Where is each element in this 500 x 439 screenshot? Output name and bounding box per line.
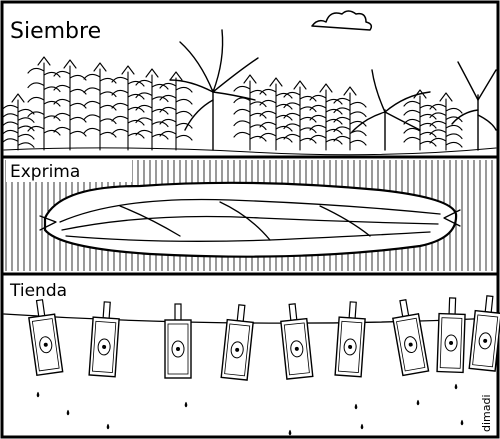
crop-plant <box>233 74 267 151</box>
artist-signature: dimadi <box>480 394 493 432</box>
panel-exprima: Exprima <box>5 160 493 271</box>
crop-plant <box>283 80 317 151</box>
crop-plant <box>333 86 367 151</box>
crop-plant <box>1 93 35 151</box>
leaf-bundle <box>39 198 461 242</box>
press-pit <box>43 181 458 258</box>
banknote <box>164 303 192 379</box>
drips <box>36 383 464 436</box>
banknote <box>334 301 366 378</box>
banana-plant-right <box>351 69 431 151</box>
banknote <box>436 297 466 374</box>
banknote <box>88 301 120 378</box>
cloud-icon <box>311 10 373 31</box>
banknote <box>468 295 500 372</box>
banknote <box>220 304 254 381</box>
crop-plant <box>111 65 145 151</box>
crop-plant <box>27 56 61 151</box>
crop-plants <box>1 56 463 151</box>
crop-plant <box>429 92 463 151</box>
field-ground <box>3 147 497 156</box>
fern-plant-edge <box>451 61 497 151</box>
crop-plant <box>159 71 193 151</box>
banknotes-on-line <box>28 295 500 381</box>
panel-siembre: Siembre <box>1 10 497 156</box>
banknote <box>28 299 64 377</box>
panel-label-siembre: Siembre <box>10 19 101 44</box>
banknote <box>392 299 430 377</box>
panel-label-tienda: Tienda <box>9 281 67 301</box>
banana-plant-center <box>169 29 259 151</box>
panel-tienda: Tienda dimadi <box>3 281 500 436</box>
crop-plant <box>53 59 87 151</box>
banknote <box>280 303 314 380</box>
crop-plant <box>83 62 117 151</box>
panel-label-exprima: Exprima <box>10 162 80 182</box>
